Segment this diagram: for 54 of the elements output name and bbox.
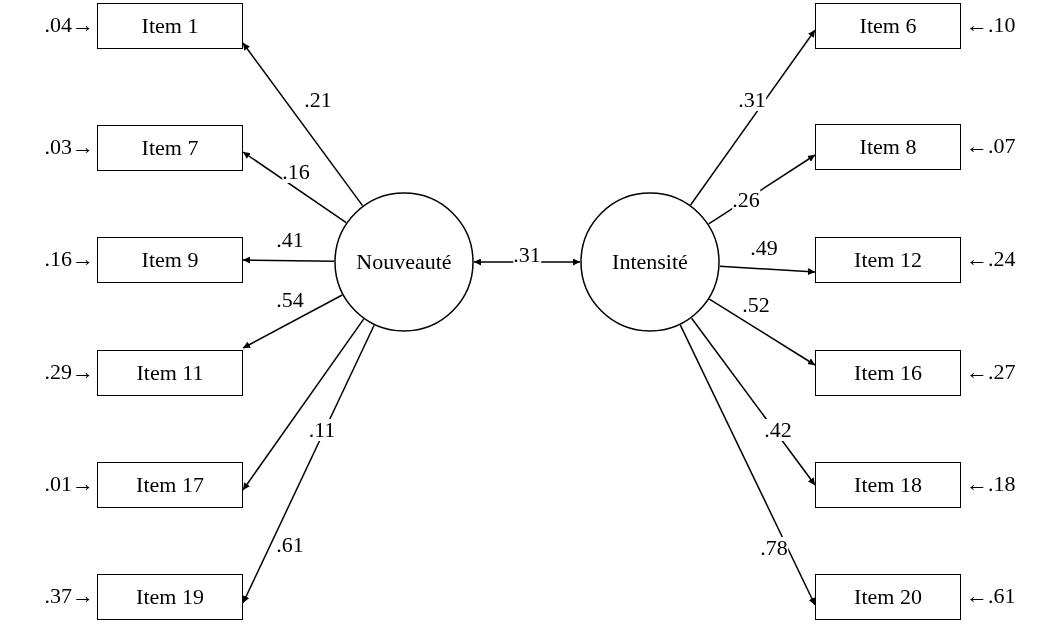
path-arrow bbox=[242, 256, 335, 264]
latent-circle bbox=[334, 192, 474, 332]
item-box bbox=[815, 574, 961, 620]
node-label: Item 12 bbox=[854, 247, 922, 273]
node-label: Nouveauté bbox=[356, 249, 452, 275]
node-label: Item 19 bbox=[136, 584, 204, 610]
error-label: .29→ bbox=[44, 359, 94, 385]
edge-label: .42 bbox=[764, 419, 792, 441]
node-label: Item 20 bbox=[854, 584, 922, 610]
item-box bbox=[815, 237, 961, 283]
path-arrow bbox=[242, 324, 375, 604]
item-box bbox=[97, 462, 243, 508]
path-arrow bbox=[242, 294, 343, 349]
node-label: Item 6 bbox=[859, 13, 917, 39]
item-box bbox=[97, 237, 243, 283]
node-label: Item 1 bbox=[141, 13, 199, 39]
error-label: .37→ bbox=[44, 583, 94, 609]
path-arrow bbox=[689, 29, 816, 206]
item-box bbox=[97, 125, 243, 171]
item-box bbox=[97, 3, 243, 49]
node-label: Item 7 bbox=[141, 135, 199, 161]
item-box bbox=[815, 462, 961, 508]
edge-label: .26 bbox=[732, 189, 760, 211]
path-arrow bbox=[679, 324, 816, 606]
error-label: ←.18 bbox=[966, 471, 1016, 497]
path-arrow bbox=[242, 151, 347, 224]
item-box bbox=[815, 350, 961, 396]
error-label: ←.27 bbox=[966, 359, 1016, 385]
error-label: .01→ bbox=[44, 471, 94, 497]
path-arrow bbox=[242, 42, 364, 207]
path-arrow bbox=[708, 298, 816, 366]
error-label: ←.07 bbox=[966, 133, 1016, 159]
node-label: Item 16 bbox=[854, 360, 922, 386]
node-label: Item 8 bbox=[859, 134, 917, 160]
node-label: Intensité bbox=[612, 249, 688, 275]
node-label: Item 11 bbox=[136, 360, 204, 386]
error-label: .04→ bbox=[44, 12, 94, 38]
error-label: .03→ bbox=[44, 134, 94, 160]
item-box bbox=[815, 124, 961, 170]
item-box bbox=[815, 3, 961, 49]
edge-label: .11 bbox=[308, 419, 336, 441]
error-label: .16→ bbox=[44, 246, 94, 272]
path-arrow bbox=[242, 318, 365, 491]
node-label: Item 17 bbox=[136, 472, 204, 498]
error-label: ←.10 bbox=[966, 12, 1016, 38]
error-label: ←.24 bbox=[966, 246, 1016, 272]
node-label: Item 18 bbox=[854, 472, 922, 498]
node-label: Item 9 bbox=[141, 247, 199, 273]
item-box bbox=[97, 350, 243, 396]
path-arrow bbox=[690, 317, 816, 486]
item-box bbox=[97, 574, 243, 620]
path-arrow bbox=[719, 265, 816, 276]
latent-circle bbox=[580, 192, 720, 332]
error-label: ←.61 bbox=[966, 583, 1016, 609]
